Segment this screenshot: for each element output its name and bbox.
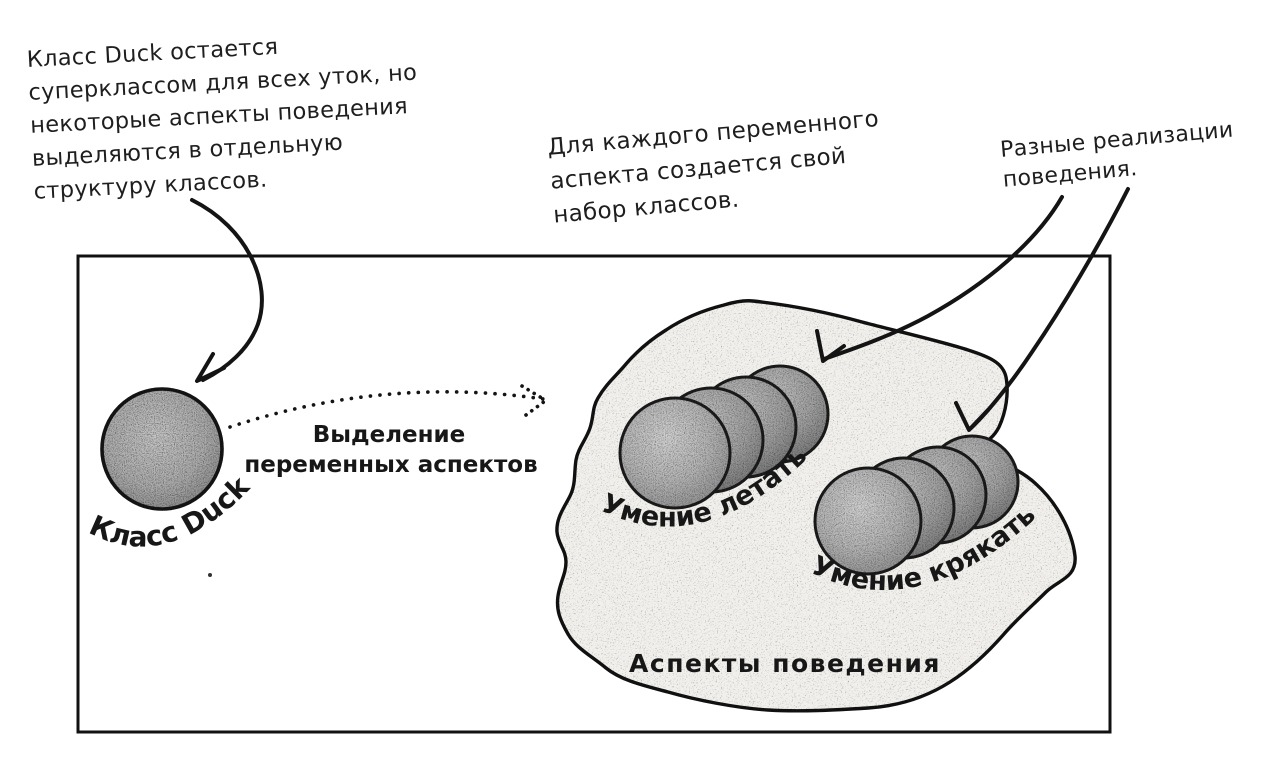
extraction-label: Выделение переменных аспектов — [244, 422, 537, 478]
arrow-to-quack-stack-icon — [954, 187, 1130, 432]
duck-class-circle — [100, 387, 224, 511]
duck-circle-stipple — [100, 387, 224, 511]
stray-ink-dot — [208, 573, 212, 577]
dotted-extraction-arrow-icon — [228, 384, 547, 429]
diagram-frame — [76, 254, 1112, 734]
arrow-to-fly-stack-icon — [815, 195, 1064, 363]
arrow-to-duck-class-icon — [190, 198, 264, 383]
behavior-aspects-label: Аспекты поведения — [629, 649, 941, 678]
